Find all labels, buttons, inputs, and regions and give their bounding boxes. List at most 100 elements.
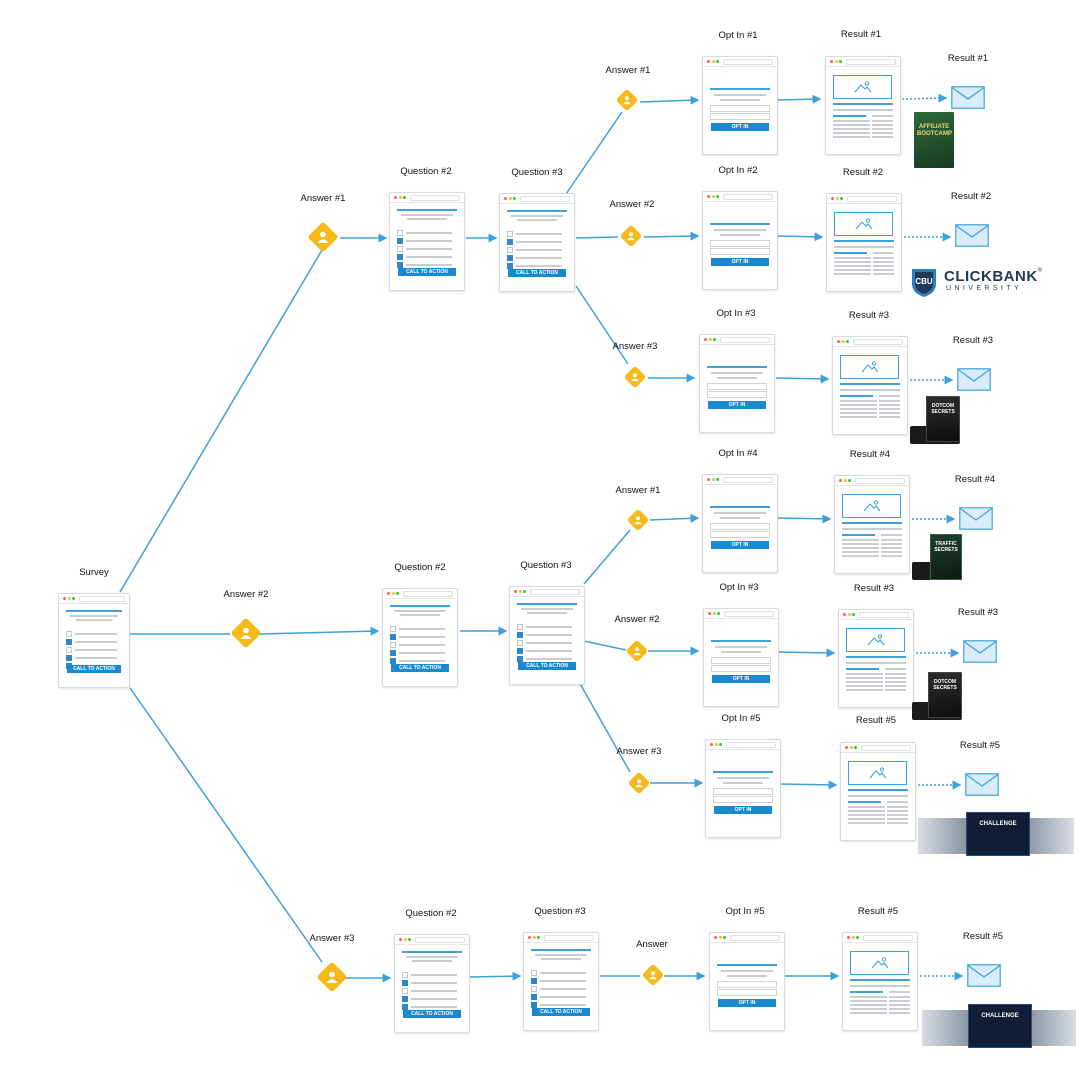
text-line	[850, 1000, 887, 1002]
input-box	[710, 240, 770, 247]
option-line	[75, 649, 117, 651]
text-line	[840, 404, 877, 406]
text-line	[720, 517, 760, 519]
checkbox	[390, 642, 396, 648]
checkbox	[531, 986, 537, 992]
product-title: AFFILIATE BOOTCAMP	[917, 124, 952, 137]
input-box	[713, 788, 773, 795]
window-dot	[848, 479, 851, 482]
window-dot	[394, 196, 397, 199]
text-line	[840, 408, 877, 410]
text-line	[888, 991, 910, 993]
label-answer-2-b: Answer #2	[614, 614, 660, 625]
checkbox	[390, 658, 396, 664]
input-box	[711, 657, 771, 664]
address-bar	[720, 337, 770, 343]
window-dot	[714, 743, 718, 746]
text-line	[846, 681, 883, 683]
person-icon	[627, 232, 635, 241]
hero-image	[833, 75, 892, 99]
headline-bar	[66, 610, 122, 612]
window-dot	[846, 340, 849, 343]
option-line	[411, 974, 457, 976]
checkbox	[517, 648, 523, 654]
text-line	[872, 273, 894, 275]
window-dot	[830, 60, 833, 63]
text-line	[521, 608, 573, 610]
text-line	[878, 400, 900, 402]
envelope-icon	[967, 964, 1001, 987]
browser-bar	[827, 194, 901, 204]
window-dot	[713, 338, 716, 341]
label-result-5-d: Result #5	[962, 931, 1004, 942]
text-line	[880, 551, 902, 553]
text-line	[840, 416, 877, 418]
browser-bar	[706, 740, 780, 750]
person-icon	[317, 231, 329, 243]
text-line	[880, 539, 902, 541]
window-dot	[849, 746, 853, 749]
text-line	[833, 124, 870, 126]
option-line	[411, 982, 457, 984]
text-line	[848, 810, 885, 812]
result-page	[840, 742, 916, 841]
text-line	[850, 1012, 887, 1014]
result-page	[838, 609, 914, 708]
label-question-2-top: Question #2	[400, 166, 452, 177]
text-line	[842, 547, 879, 549]
option-line	[540, 1004, 586, 1006]
headline-bar	[850, 979, 910, 981]
browser-bar	[524, 933, 598, 943]
address-bar	[846, 59, 896, 65]
browser-bar	[833, 337, 907, 347]
cta-button: CALL TO ACTION	[403, 1010, 461, 1018]
text-line	[872, 269, 894, 271]
text-line	[406, 956, 458, 958]
option-line	[411, 998, 457, 1000]
label-opt-in-5-b: Opt In #5	[725, 906, 765, 917]
option-line	[526, 650, 572, 652]
option-line	[516, 233, 562, 235]
checkbox	[507, 263, 513, 269]
window-dot	[391, 592, 395, 595]
window-dot	[843, 479, 847, 482]
text-line	[840, 389, 900, 391]
option-line	[399, 660, 445, 662]
text-line	[886, 822, 908, 824]
person-icon	[635, 779, 643, 788]
text-line	[834, 246, 894, 248]
input-box	[710, 248, 770, 255]
window-dot	[504, 197, 507, 200]
window-dot	[717, 612, 720, 615]
answer-node	[623, 365, 647, 389]
text-line	[871, 128, 893, 130]
label-question-2-mid: Question #2	[394, 562, 446, 573]
text-line	[412, 960, 452, 962]
label-opt-in-5-a: Opt In #5	[721, 713, 761, 724]
address-bar	[544, 935, 594, 941]
text-line	[846, 689, 883, 691]
text-line	[848, 822, 885, 824]
image-icon	[855, 218, 872, 230]
person-icon	[631, 373, 639, 382]
opt-in-page: OPT IN	[702, 56, 778, 155]
headline-bar	[707, 366, 767, 368]
cta-button: CALL TO ACTION	[391, 664, 449, 672]
window-dot	[839, 60, 842, 63]
window-dot	[839, 479, 842, 482]
logo-subtitle: UNIVERSITY	[946, 285, 1023, 292]
label-answer-2-a: Answer #2	[609, 199, 655, 210]
product-book-dotcom-b: DOTCOM SECRETS	[912, 672, 962, 722]
opt-in-button: OPT IN	[711, 258, 769, 266]
envelope-icon	[957, 368, 991, 391]
product-book-dotcom-a: DOTCOM SECRETS	[910, 396, 960, 446]
product-title: DOTCOM SECRETS	[933, 679, 957, 691]
window-dot	[711, 478, 715, 481]
text-line	[842, 551, 879, 553]
label-opt-in-3-b: Opt In #3	[719, 582, 759, 593]
checkbox	[402, 972, 408, 978]
label-result-5-c: Result #5	[959, 740, 1001, 751]
label-result-3-c: Result #3	[952, 335, 994, 346]
text-line	[714, 229, 766, 231]
question-3-page: CALL TO ACTION	[499, 193, 575, 292]
